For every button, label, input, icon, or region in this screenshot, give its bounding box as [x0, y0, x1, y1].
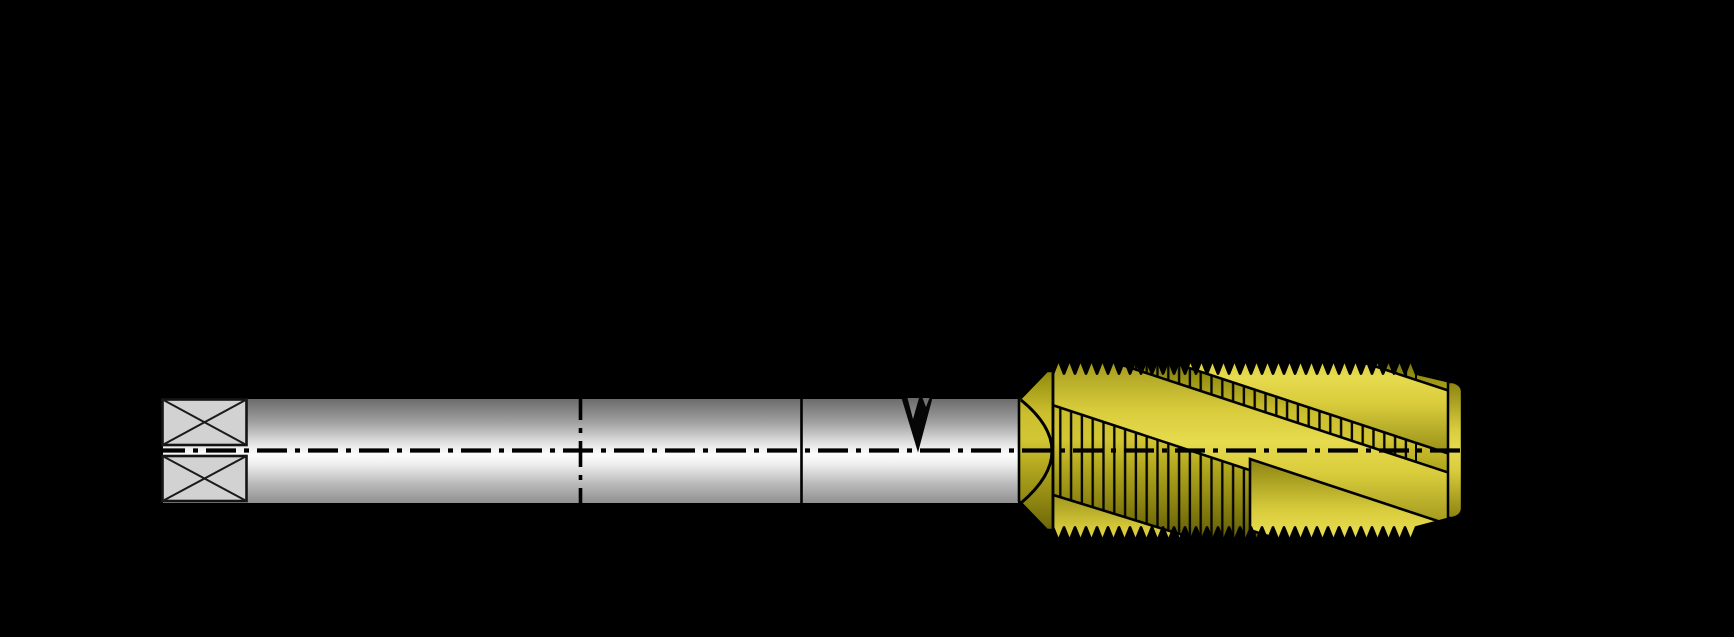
cross-hatch-line — [161, 398, 248, 447]
threaded-section — [1051, 358, 1464, 543]
arrow-notch — [922, 398, 930, 407]
spiral-flute — [1248, 457, 1462, 541]
cross-hatch-line — [161, 454, 248, 503]
spiral-flute — [1053, 359, 1462, 541]
arrow-notch — [907, 398, 919, 419]
square-drive-end — [161, 398, 248, 503]
dimension-arrow — [901, 398, 933, 453]
